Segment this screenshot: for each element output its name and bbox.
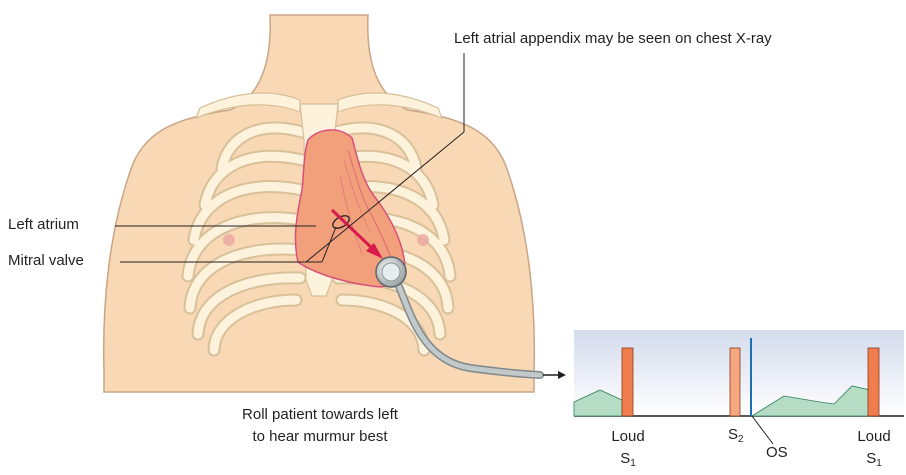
s1-right-loud-label: Loud [850, 428, 898, 446]
appendix-label: Left atrial appendix may be seen on ches… [454, 30, 772, 48]
connector-arrow [543, 371, 566, 379]
stethoscope-head [376, 257, 406, 287]
s1-right-bar [868, 348, 879, 416]
right-nipple [417, 234, 429, 246]
s2-letter: S [728, 426, 738, 443]
roll-instruction-line1: Roll patient towards left [225, 406, 415, 424]
s1-left-letter: S [620, 450, 630, 467]
s1-right-letter: S [866, 450, 876, 467]
s2-bar [730, 348, 740, 416]
s2-label: S2 [728, 426, 744, 449]
s1-left-bar [622, 348, 633, 416]
s1-left-sub: 1 [630, 458, 636, 469]
roll-instruction-line2: to hear murmur best [225, 428, 415, 446]
left-atrium-label: Left atrium [8, 216, 79, 234]
os-label: OS [766, 444, 788, 462]
s1-right-sub: 1 [876, 458, 882, 469]
os-leader [752, 416, 773, 444]
s2-sub: 2 [738, 434, 744, 445]
s1-left-loud-label: Loud [604, 428, 652, 446]
left-nipple [223, 234, 235, 246]
mitral-valve-label: Mitral valve [8, 252, 84, 270]
